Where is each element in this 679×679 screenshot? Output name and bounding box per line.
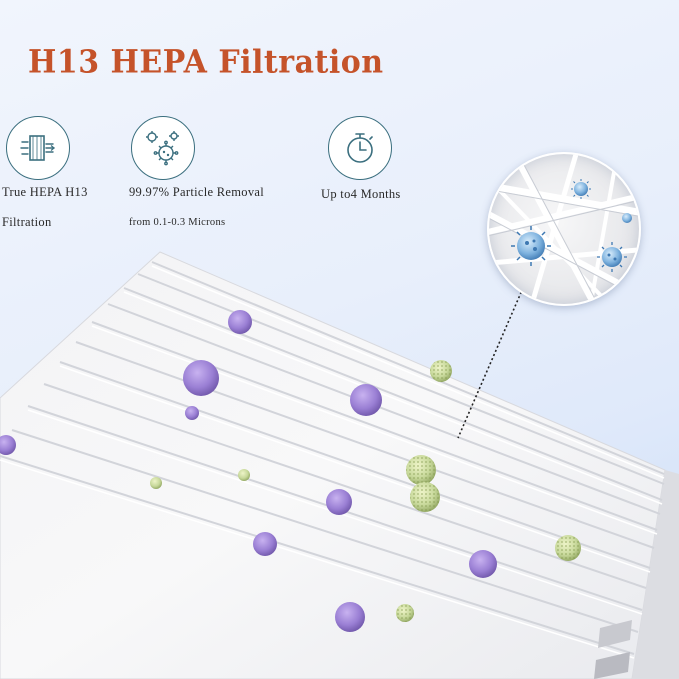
feature-icon-hepa [6,116,70,180]
fiber-magnified-illustration [489,154,639,304]
feature-text-hepa-line2: Filtration [2,215,52,229]
large-particles [0,310,497,632]
feature-text-lifespan: Up to4 Months [321,187,401,201]
filter-airflow-icon [20,135,55,161]
pleat-lines [0,261,665,655]
feature-icon-particle [131,116,195,180]
stopwatch-icon [347,133,373,163]
pollen-particles [150,360,581,622]
page-title: H13 HEPA Filtration [28,44,384,81]
virus-particles [511,179,632,272]
feature-text-hepa-line1: True HEPA H13 [2,185,88,199]
zoom-pointer-line [457,287,524,439]
feature-icon-lifespan [328,116,392,180]
fiber-zoom-circle [487,152,641,306]
feature-text-particle-line1: 99.97% Particle Removal [129,185,264,199]
filter-panel [0,251,666,679]
particle-virus-icon [146,131,179,166]
feature-text-particle-line2: from 0.1-0.3 Microns [129,217,226,228]
